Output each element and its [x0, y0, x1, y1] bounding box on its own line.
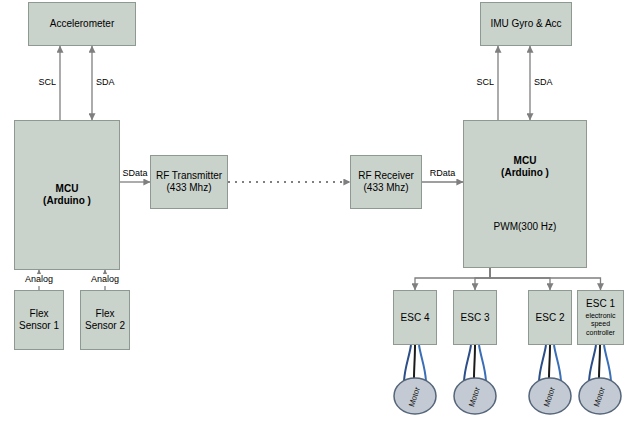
motor-wire	[539, 345, 546, 381]
signal-label: Analog	[90, 274, 120, 286]
motor-wire	[589, 345, 596, 381]
block-label: ESC 1	[586, 298, 615, 310]
signal-connector	[422, 181, 463, 182]
block-box: ESC 1 electronic speed controller	[577, 290, 624, 345]
motor-wire	[464, 345, 471, 381]
block-box: IMU Gyro & Acc	[480, 2, 572, 46]
signal-connector	[91, 46, 92, 120]
motor-body	[579, 378, 621, 414]
motor-wire	[474, 345, 475, 378]
block-label: Accelerometer	[50, 18, 114, 30]
block-box: Flex Sensor 2	[80, 290, 130, 350]
signal-label: SCL	[476, 78, 494, 88]
block-label: RF Transmitter (433 Mhz)	[154, 170, 224, 194]
signal-connector	[120, 181, 150, 182]
motor-figure	[529, 345, 571, 414]
block-label: Flex Sensor 2	[84, 308, 126, 332]
block-box: RF Receiver (433 Mhz)	[350, 155, 422, 209]
block-label: RF Receiver (433 Mhz)	[354, 170, 418, 194]
block-sublabel: PWM(300 Hz)	[494, 221, 557, 233]
block-sublabel: electronic speed controller	[581, 312, 620, 337]
motor-figure	[394, 345, 436, 414]
signal-connector	[475, 268, 490, 290]
block-box: ESC 4	[393, 290, 437, 345]
signal-label: SDA	[96, 78, 115, 88]
block-box: Accelerometer	[28, 2, 136, 46]
signal-label: SDA	[534, 78, 553, 88]
motor-wire	[479, 345, 486, 381]
block-label: IMU Gyro & Acc	[490, 18, 561, 30]
block-label: Flex Sensor 1	[18, 308, 60, 332]
motor-body	[454, 378, 496, 414]
signal-connector	[490, 268, 601, 290]
motor-body	[394, 378, 436, 414]
signal-connector	[497, 46, 498, 120]
block-box: Flex Sensor 1	[14, 290, 64, 350]
signal-label: SData	[122, 169, 147, 179]
signal-label: RData	[430, 169, 456, 179]
block-label: ESC 4	[401, 312, 430, 324]
block-label: MCU (Arduino )	[35, 183, 99, 207]
block-box: RF Transmitter (433 Mhz)	[150, 155, 228, 209]
motor-wire	[604, 345, 611, 381]
block-box: MCU (Arduino )	[14, 120, 120, 270]
signal-connector	[415, 268, 490, 290]
signal-label: SCL	[38, 78, 56, 88]
motor-wire	[414, 345, 415, 378]
motor-body	[529, 378, 571, 414]
motor-wire	[549, 345, 550, 378]
signal-connector	[228, 181, 350, 183]
motor-figure	[454, 345, 496, 414]
block-label: ESC 3	[461, 312, 490, 324]
signal-connector	[490, 268, 550, 290]
block-box: MCU (Arduino ) PWM(300 Hz)	[463, 120, 587, 268]
signal-label: Analog	[24, 274, 54, 286]
motor-wire	[599, 345, 600, 378]
block-box: ESC 2	[528, 290, 572, 345]
motor-wire	[419, 345, 426, 381]
block-box: ESC 3	[453, 290, 497, 345]
motor-wire	[554, 345, 561, 381]
signal-connector	[529, 46, 530, 120]
signal-connector	[59, 46, 60, 120]
block-label: MCU (Arduino )	[493, 155, 557, 179]
motor-figure	[579, 345, 621, 414]
motor-wire	[404, 345, 411, 381]
block-label: ESC 2	[536, 312, 565, 324]
